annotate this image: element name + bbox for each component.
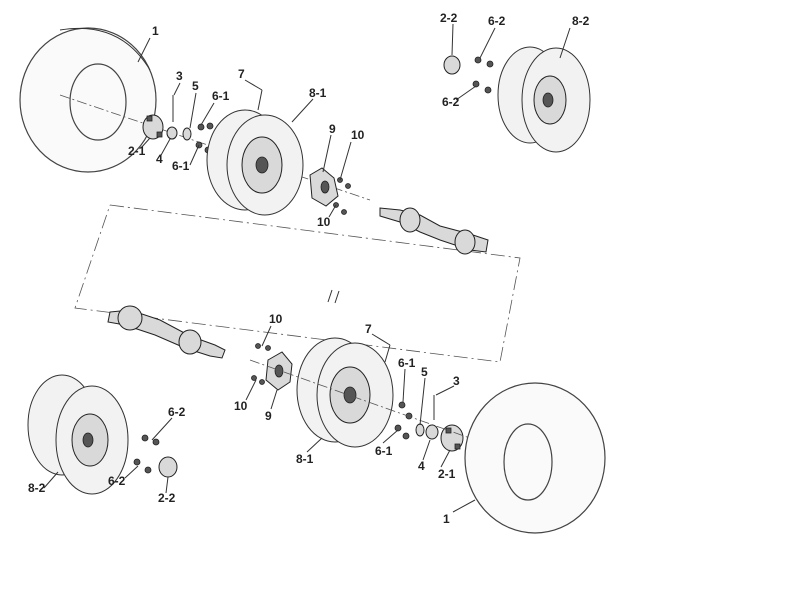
steel-rim-bottom xyxy=(296,337,394,448)
brake-disc-bottom xyxy=(265,351,293,391)
axle-break-mark-2 xyxy=(334,290,340,304)
label-steel-rim-bottom: 8-1 xyxy=(296,452,314,466)
label-bolt-bottom-2: 10 xyxy=(234,399,248,413)
label-steel-rim-top: 8-1 xyxy=(309,86,327,100)
label-hub-bottom: 2-1 xyxy=(438,467,456,481)
label-castle-nut-top: 4 xyxy=(156,152,163,166)
label-valve-top: 7 xyxy=(238,67,245,81)
label-lug-nut-a-bottom-1: 6-1 xyxy=(398,356,416,370)
castle-nut-top xyxy=(166,126,178,140)
label-hub-cap-bottom-left: 2-2 xyxy=(158,491,176,505)
label-tire-bottom: 1 xyxy=(443,512,450,526)
label-tire-top: 1 xyxy=(152,24,159,38)
leader-lines xyxy=(43,23,571,513)
label-hub-cap-top-right: 2-2 xyxy=(440,11,458,25)
brake-disc-top xyxy=(309,167,339,207)
valve-bottom xyxy=(384,344,391,363)
steel-rim-top xyxy=(206,109,304,216)
tire-top-left xyxy=(19,27,157,173)
lug-nuts-bottom-left xyxy=(133,434,160,474)
washer-top xyxy=(182,127,192,141)
bolts-bottom xyxy=(251,343,271,385)
hub-top-left xyxy=(142,114,164,140)
label-bolt-top-1: 10 xyxy=(351,128,365,142)
label-lug-nut-b-bottom-left-2: 6-2 xyxy=(108,474,126,488)
label-washer-top: 5 xyxy=(192,79,199,93)
alloy-rim-top-right xyxy=(497,46,591,153)
alloy-rim-bottom-left xyxy=(27,374,129,495)
valve-top xyxy=(257,89,263,111)
label-brake-disc-bottom: 9 xyxy=(265,409,272,423)
hub-cap-bottom-left xyxy=(158,456,178,478)
label-brake-disc-top: 9 xyxy=(329,122,336,136)
hub-cap-top-right xyxy=(443,55,461,75)
label-lug-nut-b-top-right-1: 6-2 xyxy=(488,14,506,28)
label-cotter-pin-bottom: 3 xyxy=(453,374,460,388)
label-bolt-top-2: 10 xyxy=(317,215,331,229)
label-alloy-rim-top-right: 8-2 xyxy=(572,14,590,28)
lug-nuts-bottom xyxy=(394,401,413,440)
hub-bottom xyxy=(440,424,464,452)
tire-bottom-right xyxy=(464,382,606,534)
castle-nut-bottom xyxy=(425,424,439,440)
label-castle-nut-bottom: 4 xyxy=(418,459,425,473)
label-lug-nut-b-top-right-2: 6-2 xyxy=(442,95,460,109)
label-hub-top: 2-1 xyxy=(128,144,146,158)
label-bolt-bottom-1: 10 xyxy=(269,312,283,326)
label-cotter-pin-top: 3 xyxy=(176,69,183,83)
axle-guide-frame xyxy=(74,204,521,363)
label-lug-nut-a-top-1: 6-1 xyxy=(212,89,230,103)
washer-bottom xyxy=(415,423,425,437)
axle-break-mark xyxy=(327,289,333,303)
label-valve-bottom: 7 xyxy=(365,322,372,336)
axle-shaft-bottom xyxy=(107,305,226,359)
label-lug-nut-b-bottom-left-1: 6-2 xyxy=(168,405,186,419)
label-washer-bottom: 5 xyxy=(421,365,428,379)
axle-shaft-top xyxy=(379,207,489,255)
lug-nuts-top-right xyxy=(472,56,494,94)
label-lug-nut-a-top-2: 6-1 xyxy=(172,159,190,173)
label-lug-nut-a-bottom-2: 6-1 xyxy=(375,444,393,458)
label-alloy-rim-bottom-left: 8-2 xyxy=(28,481,46,495)
